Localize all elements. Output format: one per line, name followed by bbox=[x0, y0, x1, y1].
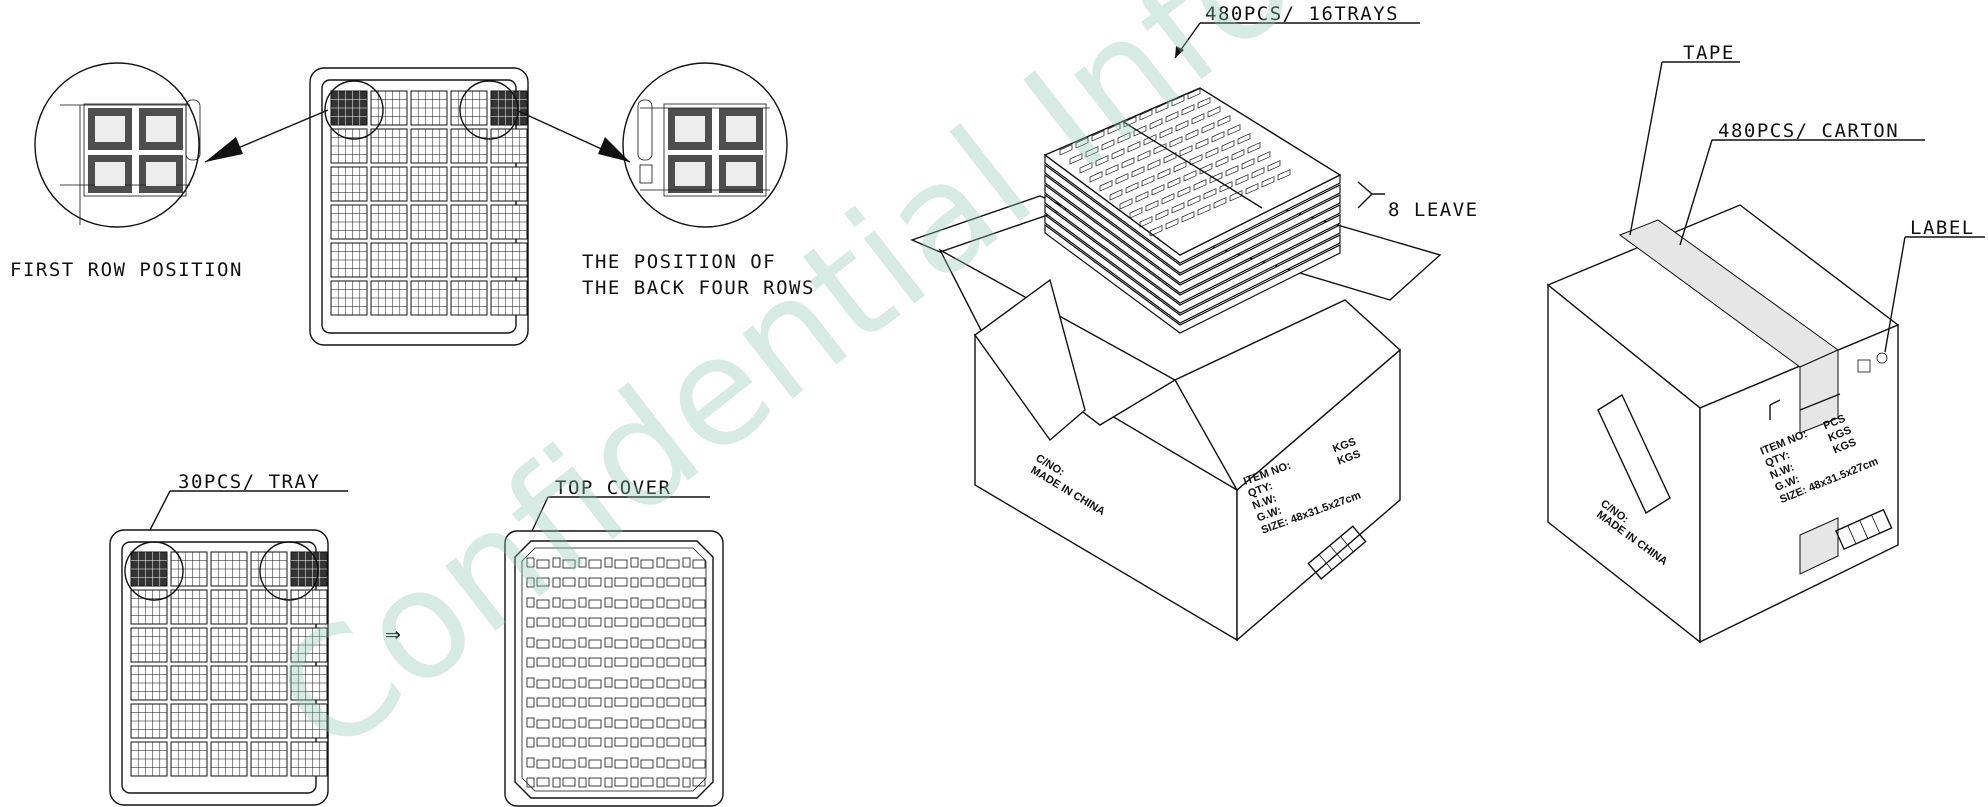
trays-qty-label: 480PCS/ 16TRAYS bbox=[1205, 3, 1399, 25]
tray-qty-leader bbox=[149, 490, 348, 531]
closed-carton: ITEM NO: QTY: N.W: G.W: SIZE: 48x31.5x27… bbox=[1546, 204, 1900, 644]
back-row-highlight-circle bbox=[459, 80, 519, 140]
arrow-head-right bbox=[598, 137, 630, 162]
back-rows-zoom-detail bbox=[622, 62, 788, 228]
open-box-handling-icons bbox=[1307, 525, 1367, 580]
tray-30pcs bbox=[109, 529, 329, 806]
tray-top-view bbox=[309, 67, 529, 346]
leave-label: 8 LEAVE bbox=[1388, 199, 1479, 221]
first-row-zoom-detail bbox=[34, 62, 201, 228]
tape-leader bbox=[1629, 61, 1740, 236]
tape-label: TAPE bbox=[1683, 42, 1735, 64]
closed-box-handling-icons bbox=[1835, 508, 1893, 551]
first-row-position-label: FIRST ROW POSITION bbox=[10, 259, 243, 281]
back-rows-label-line2: THE BACK FOUR ROWS bbox=[582, 277, 815, 299]
carton-qty-leader bbox=[1679, 139, 1925, 246]
top-cover-leader bbox=[531, 496, 710, 532]
top-cover bbox=[504, 530, 724, 807]
label-callout: LABEL bbox=[1910, 217, 1975, 239]
arrow-next-symbol: ⇒ bbox=[385, 624, 401, 646]
carton-label-window bbox=[1597, 393, 1671, 515]
carton-qty-label: 480PCS/ CARTON bbox=[1718, 120, 1899, 142]
arrow-head-left bbox=[205, 137, 243, 162]
back-rows-label-line1: THE POSITION OF bbox=[582, 251, 776, 273]
label-leader bbox=[1884, 236, 1985, 353]
open-carton-with-trays: C/NO: MADE IN CHINA ITEM NO: QTY: N.W: G… bbox=[910, 87, 1442, 642]
first-row-highlight-circle bbox=[324, 80, 384, 140]
tray-qty-label: 30PCS/ TRAY bbox=[178, 471, 320, 493]
top-cover-label: TOP COVER bbox=[555, 477, 671, 499]
leave-brace bbox=[1357, 181, 1385, 209]
tray-stack-8-layers bbox=[1043, 87, 1342, 334]
